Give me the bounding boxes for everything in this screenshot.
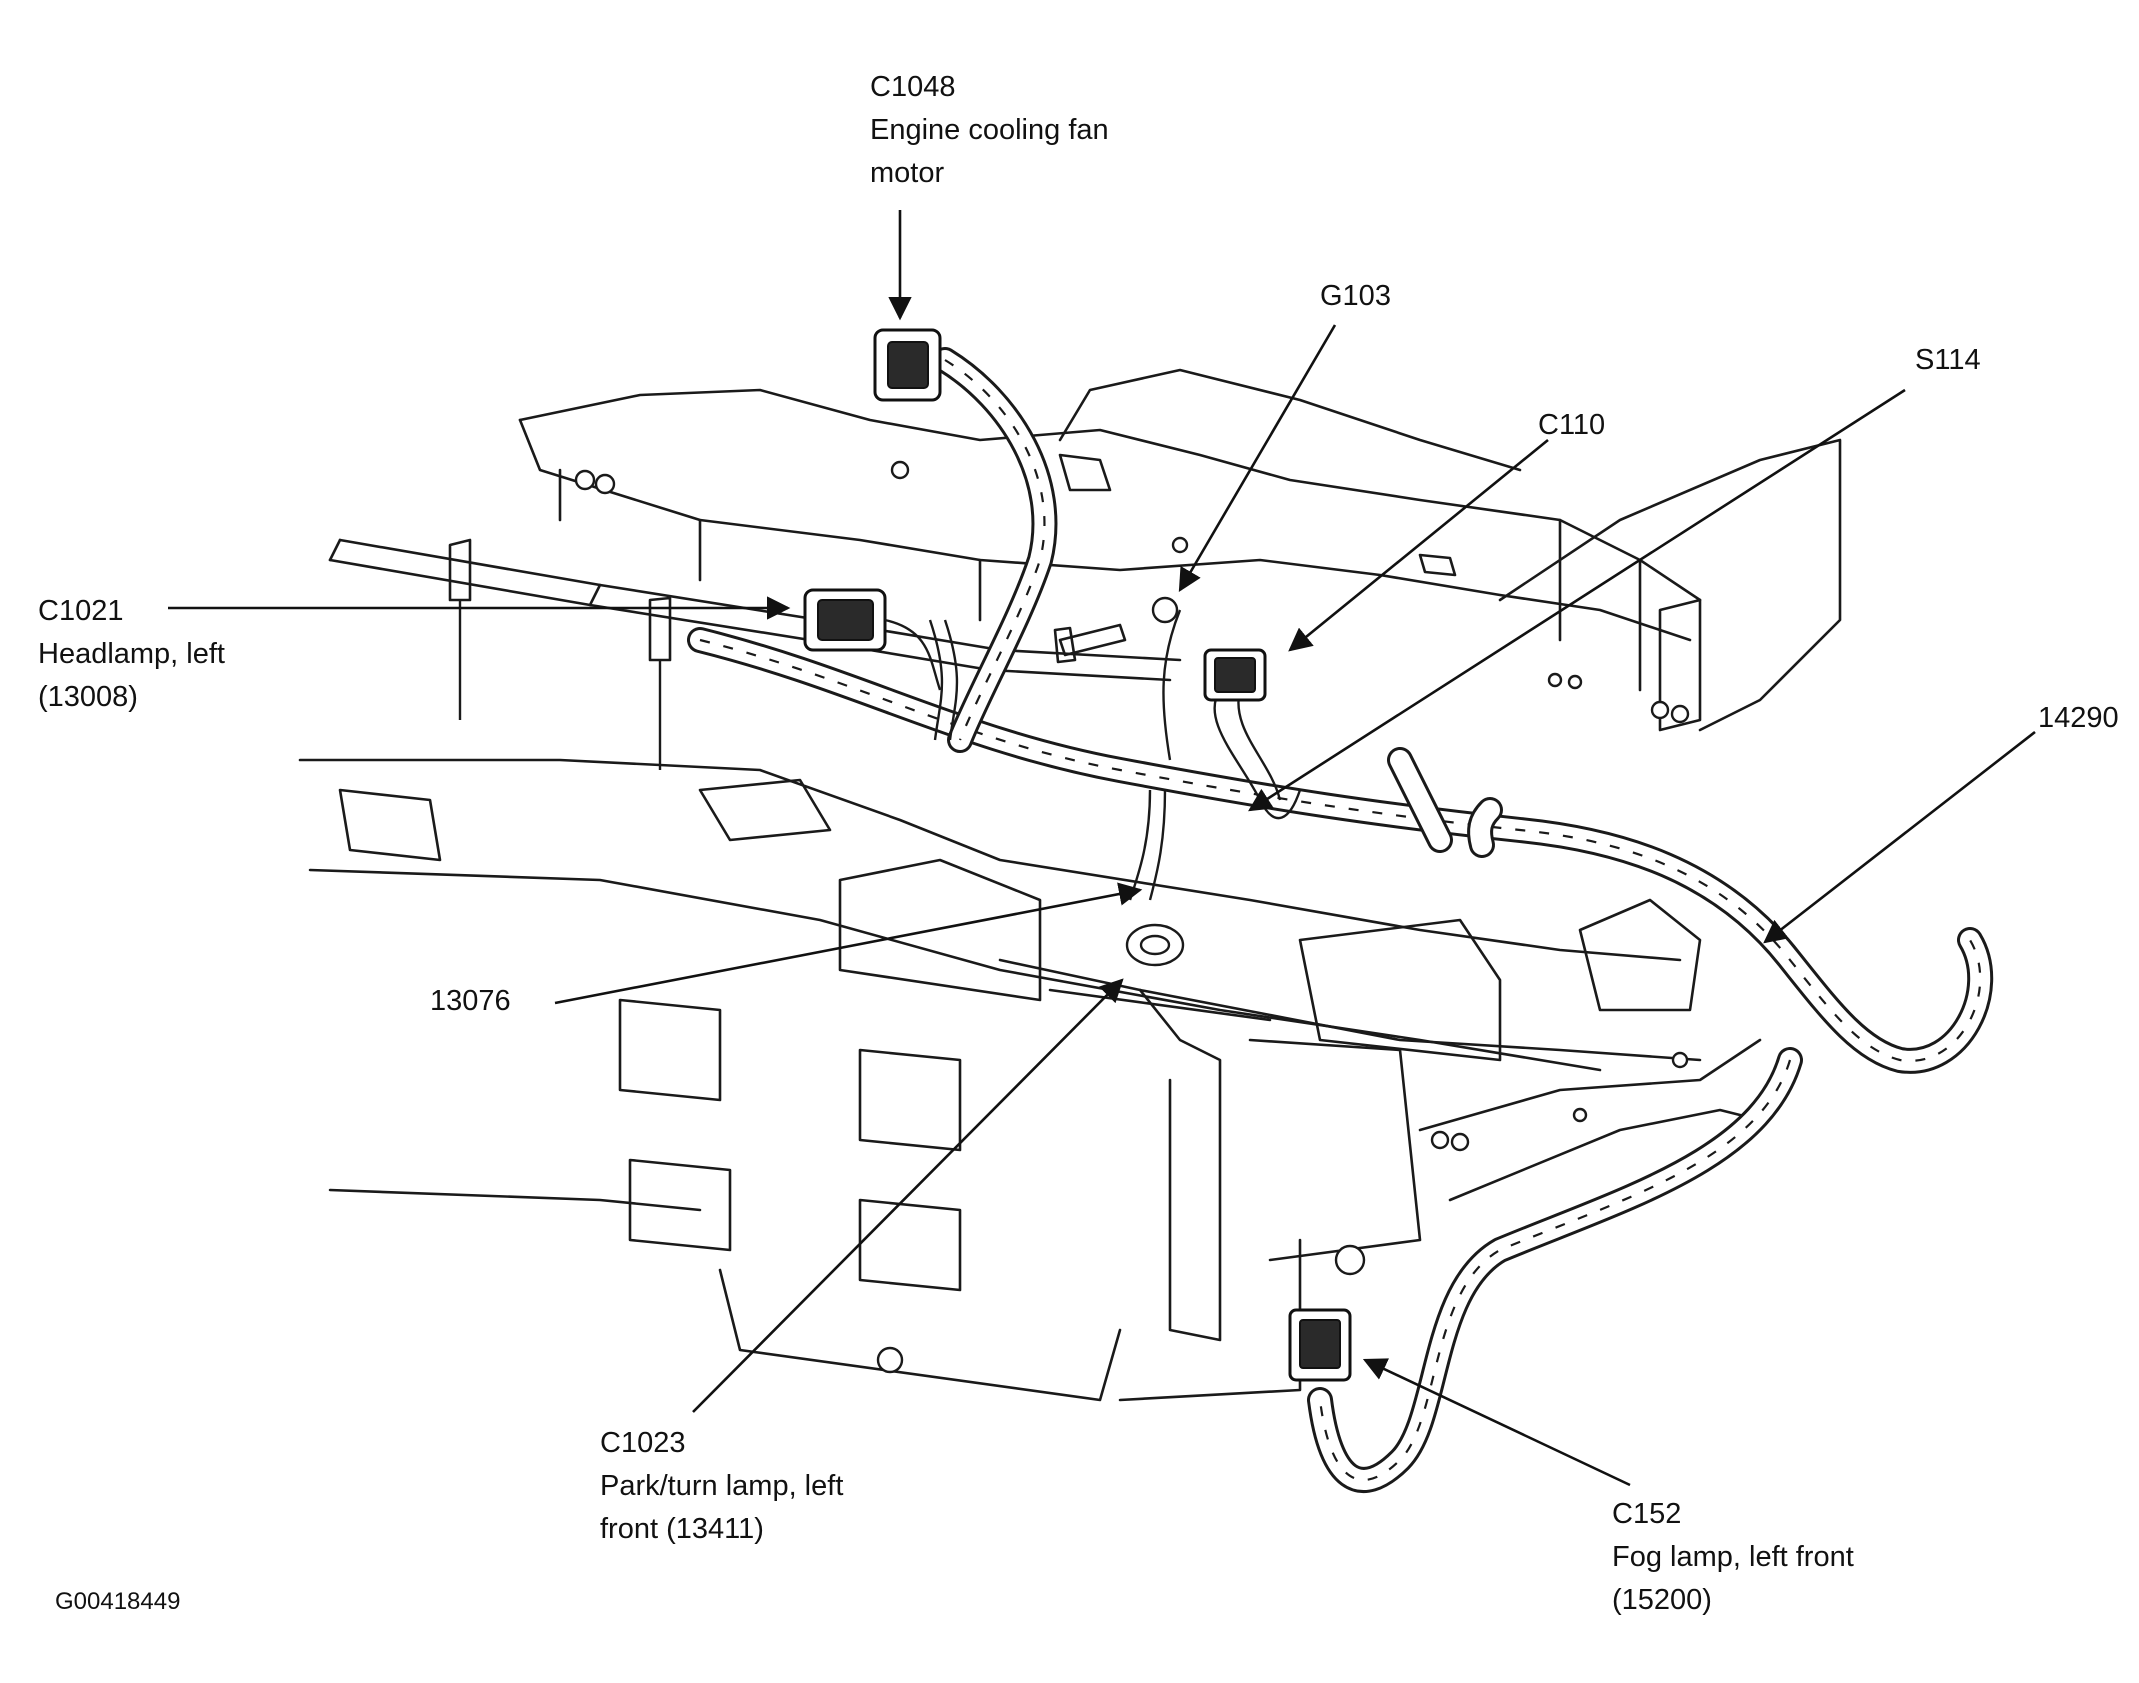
callout-13076-line-1: 13076 bbox=[430, 985, 511, 1017]
figure-id: G00418449 bbox=[55, 1588, 181, 1615]
radiator-support bbox=[518, 368, 1842, 732]
callout-c1048-line-2: Engine cooling fan bbox=[870, 114, 1109, 146]
callout-14290: 14290 bbox=[2038, 697, 2119, 740]
leader-c1023 bbox=[692, 978, 1124, 1413]
callout-c1048: C1048 Engine cooling fan motor bbox=[870, 66, 1109, 195]
connector-c1048 bbox=[873, 328, 942, 402]
leader-14290 bbox=[1763, 730, 2036, 944]
fog-lamp-branch bbox=[1307, 1047, 1803, 1493]
callout-c152: C152 Fog lamp, left front (15200) bbox=[1612, 1493, 1854, 1622]
callout-c1023-line-1: C1023 bbox=[600, 1427, 686, 1459]
lower-panel bbox=[298, 758, 1762, 1402]
callout-c110: C110 bbox=[1538, 404, 1605, 447]
callout-13076: 13076 bbox=[430, 980, 511, 1023]
leader-s114 bbox=[1248, 388, 1906, 812]
callout-c110-line-1: C110 bbox=[1538, 409, 1606, 441]
callout-c1021-line-1: C1021 bbox=[38, 595, 124, 627]
callout-s114: S114 bbox=[1915, 339, 1981, 382]
callout-c1021-line-2: Headlamp, left bbox=[38, 638, 225, 670]
callout-c1048-line-3: motor bbox=[870, 157, 945, 189]
callout-c1023-line-3: front (13411) bbox=[600, 1513, 764, 1545]
connector-c110 bbox=[1203, 648, 1267, 702]
connector-c1021 bbox=[803, 588, 942, 691]
callout-c152-line-1: C152 bbox=[1612, 1498, 1682, 1530]
callout-c152-line-3: (15200) bbox=[1612, 1584, 1712, 1616]
callout-s114-line-1: S114 bbox=[1915, 344, 1981, 376]
callout-c152-line-2: Fog lamp, left front bbox=[1612, 1541, 1854, 1573]
leader-13076 bbox=[554, 882, 1143, 1005]
leader-g103 bbox=[1178, 324, 1337, 593]
grommet bbox=[1125, 923, 1185, 967]
leader-c152 bbox=[1362, 1358, 1631, 1487]
callout-c1021-line-3: (13008) bbox=[38, 681, 138, 713]
callout-c1021: C1021 Headlamp, left (13008) bbox=[38, 590, 225, 719]
fan-motor-branch bbox=[932, 347, 1058, 753]
leader-lines bbox=[168, 210, 2036, 1487]
callout-g103-line-1: G103 bbox=[1320, 280, 1391, 312]
connector-c152 bbox=[1288, 1308, 1352, 1382]
ground-eyelet bbox=[1053, 596, 1179, 664]
callout-c1048-line-1: C1048 bbox=[870, 71, 956, 103]
leader-c110 bbox=[1288, 438, 1549, 652]
callout-g103: G103 bbox=[1320, 275, 1391, 318]
callout-c1023: C1023 Park/turn lamp, left front (13411) bbox=[600, 1422, 843, 1551]
callout-14290-line-1: 14290 bbox=[2038, 702, 2119, 734]
main-harness bbox=[687, 627, 1994, 1074]
brackets bbox=[338, 778, 1702, 1062]
callout-c1023-line-2: Park/turn lamp, left bbox=[600, 1470, 844, 1502]
